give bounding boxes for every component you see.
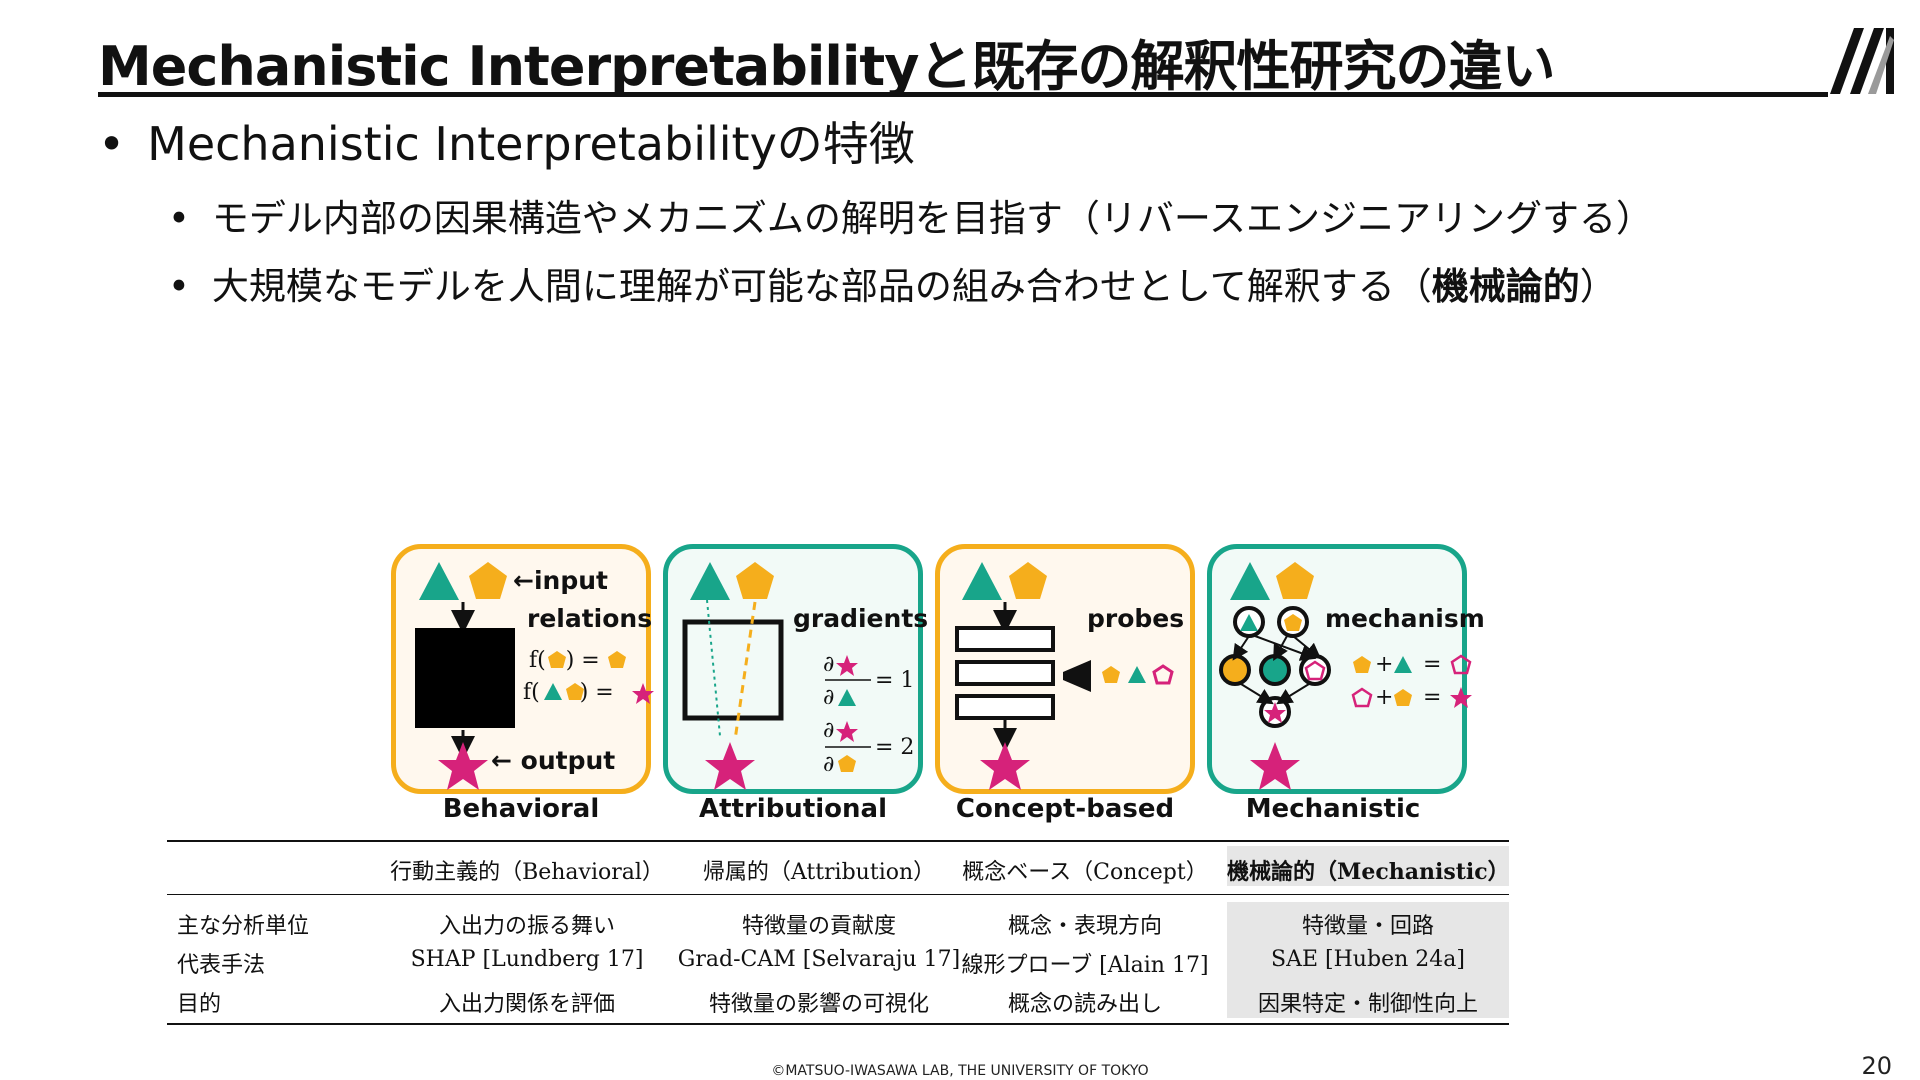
eq-1: = 1 <box>875 668 914 693</box>
table-cell: Grad-CAM [Selvaraju 17] <box>669 947 969 972</box>
table-cell: SAE [Huben 24a] <box>1227 947 1509 972</box>
table-header: 機械論的（Mechanistic） <box>1227 854 1509 886</box>
caption-attributional: Attributional <box>657 794 929 824</box>
table-row-label: 主な分析単位 <box>177 908 309 940</box>
pentagon-icon <box>469 562 507 599</box>
plus-2: + <box>1375 685 1393 710</box>
eq-mech-2: = <box>1423 685 1441 710</box>
bullet-sub-1-text: モデル内部の因果構造やメカニズムの解明を目指す（リバースエンジニアリングする） <box>212 197 1653 240</box>
table-cell: 因果特定・制御性向上 <box>1227 986 1509 1018</box>
table-cell: SHAP [Lundberg 17] <box>377 947 677 972</box>
bullet-dot: • <box>168 265 190 308</box>
table-cell: 入出力関係を評価 <box>377 986 677 1018</box>
slide-title: Mechanistic Interpretabilityと既存の解釈性研究の違い <box>98 22 1554 101</box>
table-cell: 概念の読み出し <box>935 986 1235 1018</box>
table-cell: 概念・表現方向 <box>935 908 1235 940</box>
bullet-sub-2-bold: 機械論的 <box>1432 265 1580 308</box>
star-icon <box>438 742 488 790</box>
formula-f2: f() = <box>523 680 614 705</box>
table-header: 概念ベース（Concept） <box>935 854 1235 886</box>
interpretability-figure: ←input relations ← output f() = f() = gr… <box>385 540 1495 830</box>
bullet-list: • Mechanistic Interpretabilityの特徴 • モデル内部の… <box>98 108 1653 310</box>
eq-2: = 2 <box>875 735 914 760</box>
table-header: 帰属的（Attribution） <box>669 854 969 886</box>
caption-concept-based: Concept-based <box>929 794 1201 824</box>
formula-f1: f() = <box>529 648 600 673</box>
table-row-label: 代表手法 <box>177 947 265 979</box>
table-header: 行動主義的（Behavioral） <box>377 854 677 886</box>
plus-1: + <box>1375 652 1393 677</box>
partial-1: ∂ <box>823 652 834 677</box>
bullet-main-text: Mechanistic Interpretabilityの特徴 <box>147 117 915 171</box>
lab-logo-icon <box>1828 26 1898 96</box>
label-input: ←input <box>513 566 608 595</box>
bullet-dot: • <box>168 197 190 240</box>
bullet-main: • Mechanistic Interpretabilityの特徴 <box>98 108 1653 174</box>
label-relations: relations <box>527 604 652 633</box>
table-cell: 入出力の振る舞い <box>377 908 677 940</box>
partial-3: ∂ <box>823 718 834 743</box>
probe-icon <box>1063 660 1091 692</box>
black-box <box>415 628 515 728</box>
label-gradients: gradients <box>793 604 928 633</box>
bullet-sub-2-text: 大規模なモデルを人間に理解が可能な部品の組み合わせとして解釈する（ <box>212 265 1432 308</box>
bullet-sub-2: • 大規模なモデルを人間に理解が可能な部品の組み合わせとして解釈する（機械論的） <box>168 256 1653 310</box>
bullet-sub-2-suffix: ） <box>1580 265 1617 308</box>
label-probes: probes <box>1087 604 1184 633</box>
title-underline <box>98 92 1828 97</box>
table-cell: 特徴量の貢献度 <box>669 908 969 940</box>
eq-mech-1: = <box>1423 652 1441 677</box>
bullet-dot: • <box>98 117 125 171</box>
table-cell: 特徴量の影響の可視化 <box>669 986 969 1018</box>
page-number: 20 <box>1861 1052 1892 1080</box>
partial-2: ∂ <box>823 685 834 710</box>
bullet-sub-1: • モデル内部の因果構造やメカニズムの解明を目指す（リバースエンジニアリングする） <box>168 188 1653 242</box>
caption-mechanistic: Mechanistic <box>1197 794 1469 824</box>
label-output: ← output <box>491 746 615 775</box>
table-cell: 特徴量・回路 <box>1227 908 1509 940</box>
caption-behavioral: Behavioral <box>385 794 657 824</box>
table-cell: 線形プローブ [Alain 17] <box>935 947 1235 979</box>
partial-4: ∂ <box>823 752 834 777</box>
label-mechanism: mechanism <box>1325 604 1485 633</box>
footer-copyright: ©MATSUO-IWASAWA LAB, THE UNIVERSITY OF T… <box>0 1063 1920 1079</box>
triangle-icon <box>419 562 459 600</box>
table-row-label: 目的 <box>177 986 221 1018</box>
